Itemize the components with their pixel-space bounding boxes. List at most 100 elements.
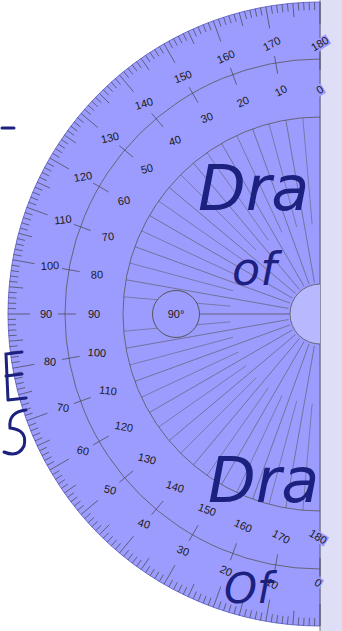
degree-tick [42,172,49,176]
center-arc [290,284,320,344]
degree-tick [25,413,33,416]
degree-tick [25,212,33,215]
degree-tick [74,501,80,506]
degree-tick [11,356,19,357]
scale-tick [93,183,109,192]
degree-tick [115,543,120,549]
degree-tick [266,7,270,29]
degree-tick [303,2,304,10]
degree-tick [183,587,187,594]
degree-tick [88,517,94,522]
degree-tick [137,62,142,68]
degree-tick [68,493,74,498]
degree-tick [234,14,236,22]
radial-line [193,339,299,465]
degree-tick [208,598,211,605]
scale-tick [62,269,80,272]
degree-tick [22,403,30,405]
handwritten-note: Of [224,568,272,610]
degree-tick [13,260,35,264]
degree-tick [64,135,75,143]
degree-tick [178,36,182,43]
degree-tick [203,596,206,603]
degree-tick [103,533,109,539]
degree-tick [309,2,310,10]
degree-tick [111,82,116,88]
degree-tick [293,3,294,17]
degree-tick [320,2,321,24]
inner-scale-number: 100 [87,347,108,359]
degree-tick [193,592,196,599]
degree-tick [174,582,178,589]
degree-tick [146,566,150,573]
degree-tick [169,41,173,48]
degree-tick [164,565,175,584]
scale-tick [152,501,164,515]
degree-tick [137,560,142,566]
degree-tick [14,254,22,256]
handwritten-note: Dra [198,158,309,220]
degree-tick [85,513,91,518]
scale-tick [230,68,236,85]
degree-tick [31,428,38,431]
scale-tick [74,397,91,403]
degree-tick [128,554,133,560]
degree-tick [64,485,75,493]
degree-tick [33,192,40,195]
degree-tick [15,249,23,251]
degree-tick [298,617,300,625]
degree-tick [198,594,201,601]
degree-tick [188,584,194,597]
degree-tick [213,21,221,42]
degree-tick [320,604,321,626]
degree-tick [119,536,133,553]
scale-arc [65,59,320,569]
radial-line [149,330,292,413]
degree-tick [35,187,42,190]
radial-line [135,247,290,303]
degree-tick [150,52,154,59]
degree-tick [260,612,262,620]
degree-tick [50,459,69,470]
degree-tick [23,218,31,220]
degree-tick [250,610,252,618]
degree-tick [178,585,182,592]
degree-tick [53,153,60,157]
degree-tick [281,4,283,12]
degree-tick [107,536,112,542]
degree-tick [224,17,226,25]
degree-tick [107,86,112,92]
radial-line [141,352,238,397]
degree-tick [218,19,221,27]
degree-tick [198,27,201,34]
tick-marks [8,2,320,626]
scale-tick [93,436,109,445]
scale-tick [58,314,76,315]
degree-tick [141,58,149,69]
degree-tick [55,149,62,153]
degree-tick [281,616,283,624]
scale-tick [320,558,321,576]
radial-line [159,366,247,427]
outer-scale-number: 80 [43,356,58,368]
degree-tick [19,391,33,395]
degree-tick [271,6,272,14]
degree-tick [208,23,211,30]
scribble [2,127,14,130]
degree-tick [183,34,187,41]
degree-tick [61,484,68,488]
degree-tick [68,131,74,136]
degree-tick [78,118,84,123]
degree-tick [27,413,48,421]
degree-tick [8,308,16,309]
degree-tick [298,3,300,11]
degree-tick [124,550,129,556]
degree-tick [132,557,137,563]
degree-tick [19,233,33,237]
degree-tick [293,611,294,625]
degree-tick [33,433,40,436]
degree-tick [218,601,221,609]
degree-tick [255,9,257,17]
outer-scale-number: 90 [39,309,53,320]
degree-tick [314,2,315,10]
